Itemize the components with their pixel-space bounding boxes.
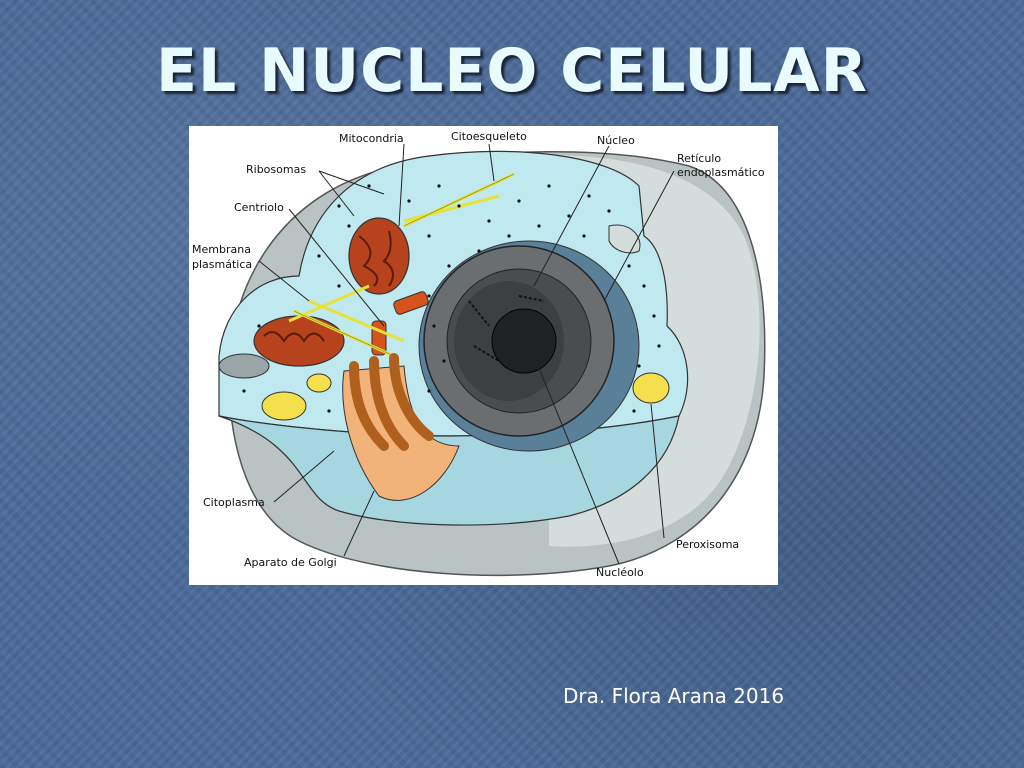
peroxisome [632, 372, 670, 404]
label-aparato-golgi: Aparato de Golgi [244, 556, 337, 569]
membrane-bump [608, 224, 641, 254]
cytoskeleton-fibers-outline [293, 173, 515, 357]
label-membrana-1: Membrana [192, 243, 251, 256]
label-mitocondria: Mitocondria [339, 132, 404, 145]
cell-illustration: Mitocondria Citoesqueleto Núcleo Retícul… [192, 130, 766, 579]
ribosome-dots [242, 184, 661, 413]
nucleolus [491, 308, 557, 374]
slide-title: EL NUCLEO CELULAR [156, 36, 868, 106]
label-membrana-2: plasmática [192, 258, 252, 271]
cell-diagram: Mitocondria Citoesqueleto Núcleo Retícul… [189, 126, 778, 585]
mitochondrion-left-cristae [263, 331, 325, 343]
chromatin [468, 295, 545, 362]
author-credit: Dra. Flora Arana 2016 [563, 684, 785, 708]
mitochondrion-top-cristae [358, 230, 394, 287]
label-ribosomas: Ribosomas [246, 163, 306, 176]
mitochondrion-top [348, 217, 410, 295]
label-nucleolo: Nucléolo [596, 566, 644, 579]
centriole-a [393, 291, 429, 315]
vesicle-1 [261, 391, 307, 421]
mitochondrion-left [253, 315, 345, 367]
label-centriolo: Centriolo [234, 201, 284, 214]
vacuole-left [218, 353, 270, 379]
vesicle-2 [306, 373, 332, 393]
label-peroxisoma: Peroxisoma [676, 538, 739, 551]
label-citoesqueleto: Citoesqueleto [451, 130, 527, 143]
label-nucleo: Núcleo [597, 134, 635, 147]
leader-lines [258, 143, 675, 565]
label-reticulo-2: endoplasmático [677, 166, 765, 179]
label-citoplasma: Citoplasma [203, 496, 265, 509]
golgi-cisternae [349, 353, 434, 451]
label-reticulo-1: Retículo [677, 152, 721, 165]
